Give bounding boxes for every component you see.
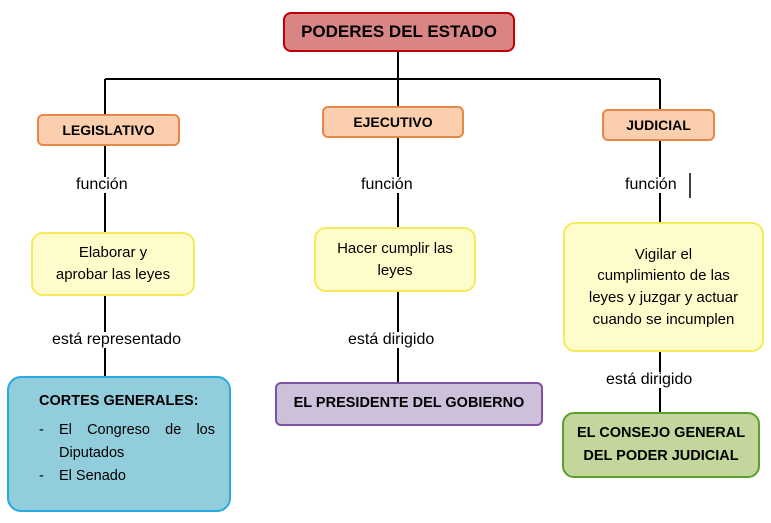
- title-box: PODERES DEL ESTADO: [283, 12, 515, 52]
- label-dirigido-judicial: está dirigido: [604, 371, 695, 388]
- branch-judicial: JUDICIAL: [602, 109, 715, 141]
- branch-ejecutivo: EJECUTIVO: [322, 106, 464, 138]
- branch-legislativo: LEGISLATIVO: [37, 114, 180, 146]
- cortes-heading: CORTES GENERALES:: [39, 393, 199, 409]
- label-funcion-ejecutivo: función: [359, 176, 415, 193]
- function-line: leyes y juzgar y actuar: [588, 289, 739, 306]
- function-line: Elaborar y: [78, 244, 148, 262]
- presidente-box: EL PRESIDENTE DEL GOBIERNO: [275, 382, 543, 426]
- list-item: El Congreso de los Diputados: [39, 419, 215, 465]
- function-line: leyes: [377, 261, 413, 279]
- consejo-box: EL CONSEJO GENERAL DEL PODER JUDICIAL: [562, 412, 760, 478]
- list-item: El Senado: [39, 465, 215, 488]
- label-dirigido-ejecutivo: está dirigido: [346, 331, 437, 348]
- consejo-line: DEL PODER JUDICIAL: [583, 448, 739, 464]
- function-box-ejecutivo: Hacer cumplir las leyes: [314, 227, 476, 292]
- function-box-legislativo: Elaborar y aprobar las leyes: [31, 232, 195, 296]
- function-line: cumplimiento de las: [597, 267, 730, 285]
- consejo-line: EL CONSEJO GENERAL: [576, 424, 746, 441]
- function-box-judicial: Vigilar el cumplimiento de las leyes y j…: [563, 222, 764, 352]
- label-funcion-legislativo: función: [74, 176, 130, 193]
- function-line: aprobar las leyes: [55, 266, 171, 283]
- label-funcion-judicial: función: [623, 176, 679, 193]
- function-line: Hacer cumplir las: [337, 239, 453, 257]
- function-line: Vigilar el: [634, 245, 693, 263]
- cortes-list: El Congreso de los Diputados El Senado: [39, 419, 215, 489]
- label-representado: está representado: [50, 331, 183, 348]
- function-line: cuando se incumplen: [592, 310, 735, 328]
- cortes-generales-box: CORTES GENERALES: El Congreso de los Dip…: [7, 376, 231, 512]
